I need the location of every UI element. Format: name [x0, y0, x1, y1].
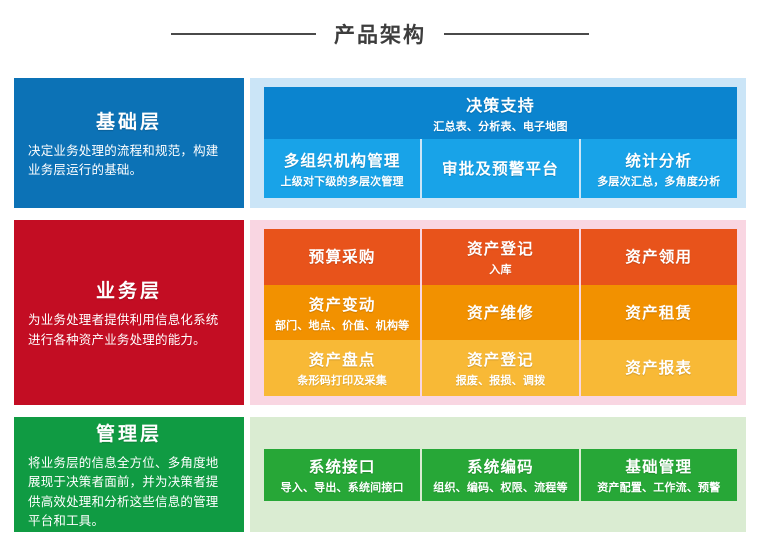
module-multi-org-management[interactable]: 多组织机构管理 上级对下级的多层次管理 — [264, 139, 420, 198]
module-subtitle: 报废、报损、调拨 — [455, 374, 546, 388]
module-title: 系统编码 — [467, 457, 534, 476]
module-subtitle: 组织、编码、权限、流程等 — [433, 480, 568, 494]
module-title: 决策支持 — [466, 96, 535, 115]
layer-desc-business: 为业务处理者提供利用信息化系统进行各种资产业务处理的能力。 — [28, 312, 219, 347]
title-rule-right — [444, 33, 589, 35]
layer-title-foundation: 基础层 — [95, 110, 162, 133]
module-title: 资产盘点 — [308, 351, 376, 370]
module-subtitle: 条形码打印及采集 — [297, 374, 387, 388]
module-title: 多组织机构管理 — [283, 151, 401, 170]
module-title: 资产租赁 — [625, 303, 693, 322]
layer-desc-foundation: 决定业务处理的流程和规范，构建业务层运行的基础。 — [28, 142, 219, 177]
module-title: 资产报表 — [625, 359, 693, 378]
module-asset-change[interactable]: 资产变动 部门、地点、价值、机构等 — [264, 285, 420, 341]
layer-desc-management: 将业务层的信息全方位、多角度地展现于决策者面前，并为决策者提供高效处理和分析这些… — [28, 454, 219, 528]
layer-title-management: 管理层 — [95, 422, 162, 445]
layer-row-management: 管理层 将业务层的信息全方位、多角度地展现于决策者面前，并为决策者提供高效处理和… — [14, 417, 746, 532]
module-title: 预算采购 — [308, 247, 376, 266]
management-module-row: 系统接口 导入、导出、系统间接口 系统编码 组织、编码、权限、流程等 基础管理 … — [264, 448, 737, 501]
module-title: 资产维修 — [467, 303, 534, 322]
module-subtitle: 部门、地点、价值、机构等 — [274, 318, 410, 332]
module-title: 基础管理 — [625, 457, 693, 476]
module-system-coding[interactable]: 系统编码 组织、编码、权限、流程等 — [420, 448, 578, 501]
business-module-row-3: 资产盘点 条形码打印及采集 资产登记 报废、报损、调拨 资产报表 — [264, 340, 737, 397]
module-subtitle: 入库 — [489, 262, 512, 276]
module-asset-leasing[interactable]: 资产租赁 — [578, 284, 737, 341]
module-statistical-analysis[interactable]: 统计分析 多层次汇总，多角度分析 — [578, 139, 737, 198]
module-asset-requisition[interactable]: 资产领用 — [578, 229, 737, 285]
layer-row-business: 业务层 为业务处理者提供利用信息化系统进行各种资产业务处理的能力。 预算采购 资… — [14, 220, 746, 405]
module-title: 资产登记 — [467, 351, 534, 370]
module-subtitle: 汇总表、分析表、电子地图 — [433, 120, 568, 133]
module-title: 资产领用 — [625, 247, 693, 266]
page-title-bar: 产品架构 — [0, 14, 760, 54]
module-asset-registration-inbound[interactable]: 资产登记 入库 — [420, 229, 578, 285]
module-decision-support[interactable]: 决策支持 汇总表、分析表、电子地图 — [264, 87, 737, 139]
layer-row-foundation: 基础层 决定业务处理的流程和规范，构建业务层运行的基础。 决策支持 汇总表、分析… — [14, 78, 746, 208]
layer-panel-foundation: 基础层 决定业务处理的流程和规范，构建业务层运行的基础。 — [14, 78, 244, 208]
layer-content-foundation: 决策支持 汇总表、分析表、电子地图 多组织机构管理 上级对下级的多层次管理 审批… — [250, 78, 746, 208]
layer-panel-business: 业务层 为业务处理者提供利用信息化系统进行各种资产业务处理的能力。 — [14, 220, 244, 405]
module-subtitle: 资产配置、工作流、预警 — [597, 480, 721, 494]
module-budget-procurement[interactable]: 预算采购 — [264, 229, 420, 285]
module-system-interface[interactable]: 系统接口 导入、导出、系统间接口 — [264, 449, 420, 501]
module-title: 统计分析 — [625, 151, 693, 170]
layer-content-management: 系统接口 导入、导出、系统间接口 系统编码 组织、编码、权限、流程等 基础管理 … — [250, 417, 746, 532]
foundation-module-row: 多组织机构管理 上级对下级的多层次管理 审批及预警平台 统计分析 多层次汇总，多… — [264, 139, 737, 198]
module-title: 系统接口 — [308, 457, 376, 476]
module-basic-management[interactable]: 基础管理 资产配置、工作流、预警 — [578, 448, 737, 501]
layer-content-business: 预算采购 资产登记 入库 资产领用 资产变动 部门、地点、 — [250, 220, 746, 405]
business-module-stack: 预算采购 资产登记 入库 资产领用 资产变动 部门、地点、 — [264, 229, 737, 397]
foundation-module-stack: 决策支持 汇总表、分析表、电子地图 多组织机构管理 上级对下级的多层次管理 审批… — [264, 87, 737, 198]
page-title: 产品架构 — [334, 23, 426, 47]
module-asset-maintenance[interactable]: 资产维修 — [420, 284, 578, 341]
module-subtitle: 多层次汇总，多角度分析 — [597, 174, 721, 188]
layer-panel-management: 管理层 将业务层的信息全方位、多角度地展现于决策者面前，并为决策者提供高效处理和… — [14, 417, 244, 532]
module-asset-reports[interactable]: 资产报表 — [578, 340, 737, 397]
module-subtitle: 上级对下级的多层次管理 — [280, 174, 404, 188]
module-approval-alert-platform[interactable]: 审批及预警平台 — [420, 139, 578, 198]
module-subtitle: 导入、导出、系统间接口 — [280, 480, 404, 494]
business-module-row-2: 资产变动 部门、地点、价值、机构等 资产维修 资产租赁 — [264, 284, 737, 341]
business-module-row-1: 预算采购 资产登记 入库 资产领用 — [264, 229, 737, 285]
title-rule-left — [171, 33, 316, 35]
module-asset-registration-disposal[interactable]: 资产登记 报废、报损、调拨 — [420, 340, 578, 397]
module-title: 资产变动 — [308, 295, 376, 314]
module-title: 审批及预警平台 — [442, 159, 559, 178]
module-asset-inventory-check[interactable]: 资产盘点 条形码打印及采集 — [264, 340, 420, 396]
layer-title-business: 业务层 — [95, 280, 162, 303]
module-title: 资产登记 — [467, 239, 534, 258]
